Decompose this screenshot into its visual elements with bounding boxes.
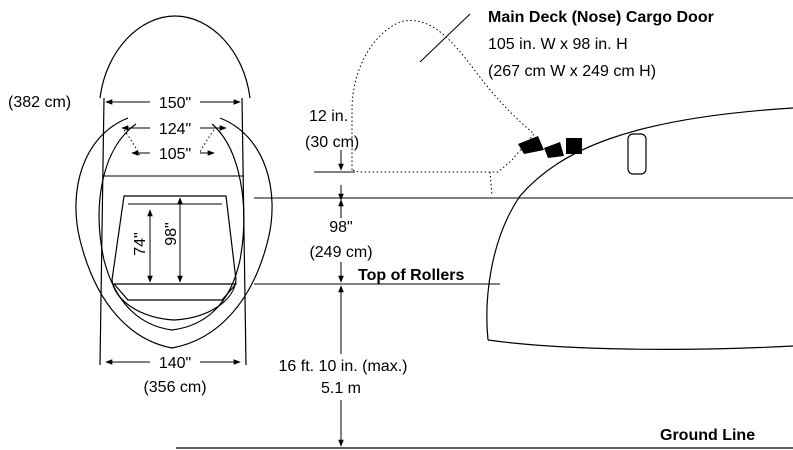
- fuselage-belly-outline: [487, 339, 793, 350]
- opening-height-cm-label: (249 cm): [309, 244, 372, 261]
- cockpit-window-1: [518, 136, 544, 154]
- dim-74-label: 74": [132, 232, 149, 255]
- nose-fairing-outline: [99, 15, 251, 99]
- door-opening-outline: [111, 195, 237, 321]
- dim-356cm-label: (356 cm): [143, 379, 206, 396]
- dim-124-bg: [150, 119, 200, 135]
- front-view: 150" (382 cm) 124" 105" 98" 74" 140" (35…: [8, 15, 273, 396]
- dim-105-label: 105": [159, 146, 191, 163]
- fuselage-outer-outline: [75, 117, 273, 349]
- opening-height-in-label: 98": [329, 219, 352, 236]
- clearance-cm-label: (30 cm): [305, 134, 359, 151]
- sill-height-m-label: 5.1 m: [321, 380, 361, 397]
- door-size-in-label: 105 in. W x 98 in. H: [488, 36, 628, 53]
- rollers-label: Top of Rollers: [358, 267, 464, 284]
- sill-height-bg: [255, 354, 437, 400]
- dim-150-label: 150": [159, 95, 191, 112]
- door-callout-leader: [419, 13, 471, 63]
- dim-98-front-bg: [164, 212, 178, 254]
- dim-124-label: 124": [159, 121, 191, 138]
- dim-105-bg: [150, 144, 200, 160]
- clearance-in-label: 12 in.: [309, 108, 348, 125]
- dim-150-bg: [150, 93, 200, 109]
- left-wall-line: [99, 97, 105, 366]
- right-hinge-detail: [197, 129, 215, 157]
- fuselage-side-outline: [486, 107, 793, 341]
- left-hinge-detail: [123, 129, 141, 157]
- door-title-label: Main Deck (Nose) Cargo Door: [488, 9, 714, 26]
- side-view: 12 in. (30 cm) 98" (249 cm) 16 ft. 10 in…: [176, 9, 793, 449]
- dim-74-bg: [133, 222, 147, 264]
- cargo-floor-outline: [112, 283, 238, 301]
- dim-140-bg: [150, 353, 200, 369]
- dim-382cm-label: (382 cm): [8, 94, 71, 111]
- dim-140-label: 140": [159, 355, 191, 372]
- door-size-cm-label: (267 cm W x 249 cm H): [488, 63, 656, 80]
- ground-line-label: Ground Line: [660, 427, 755, 444]
- passenger-door-window: [627, 133, 647, 175]
- door-hinge-line: [489, 171, 493, 197]
- sill-height-ft-label: 16 ft. 10 in. (max.): [279, 358, 408, 375]
- right-wall-line: [241, 97, 247, 366]
- cockpit-window-3: [566, 138, 582, 154]
- cockpit-window-2: [544, 142, 564, 158]
- dim-98-front-label: 98": [163, 222, 180, 245]
- raised-nose-door-outline: [351, 20, 535, 173]
